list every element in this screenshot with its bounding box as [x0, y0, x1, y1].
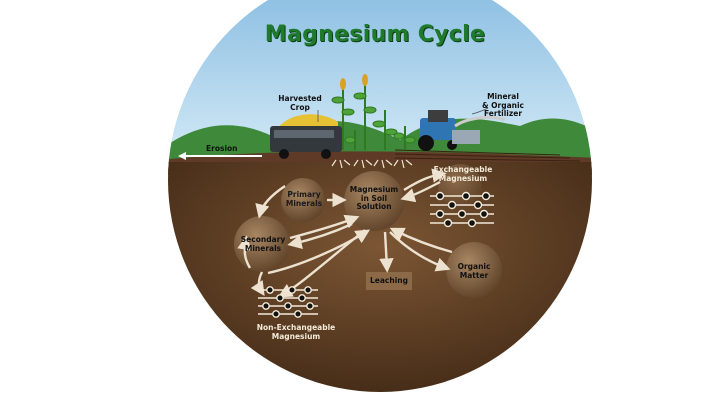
label-erosion: Erosion [206, 145, 242, 154]
label-organic-matter: Organic Matter [450, 263, 498, 280]
label-harvested-crop: Harvested Crop [278, 95, 322, 112]
label-non-exchangeable-magnesium: Non-Exchangeable Magnesium [256, 324, 336, 341]
diagram-title: Magnesium Cycle [225, 22, 525, 47]
label-secondary-minerals: Secondary Minerals [236, 236, 290, 253]
label-leaching: Leaching [366, 277, 412, 286]
label-primary-minerals: Primary Minerals [284, 191, 324, 208]
label-soil-solution: Magnesium in Soil Solution [346, 186, 402, 212]
label-mineral-fertilizer: Mineral & Organic Fertilizer [480, 93, 526, 119]
label-exchangeable-magnesium: Exchangeable Magnesium [432, 166, 494, 183]
